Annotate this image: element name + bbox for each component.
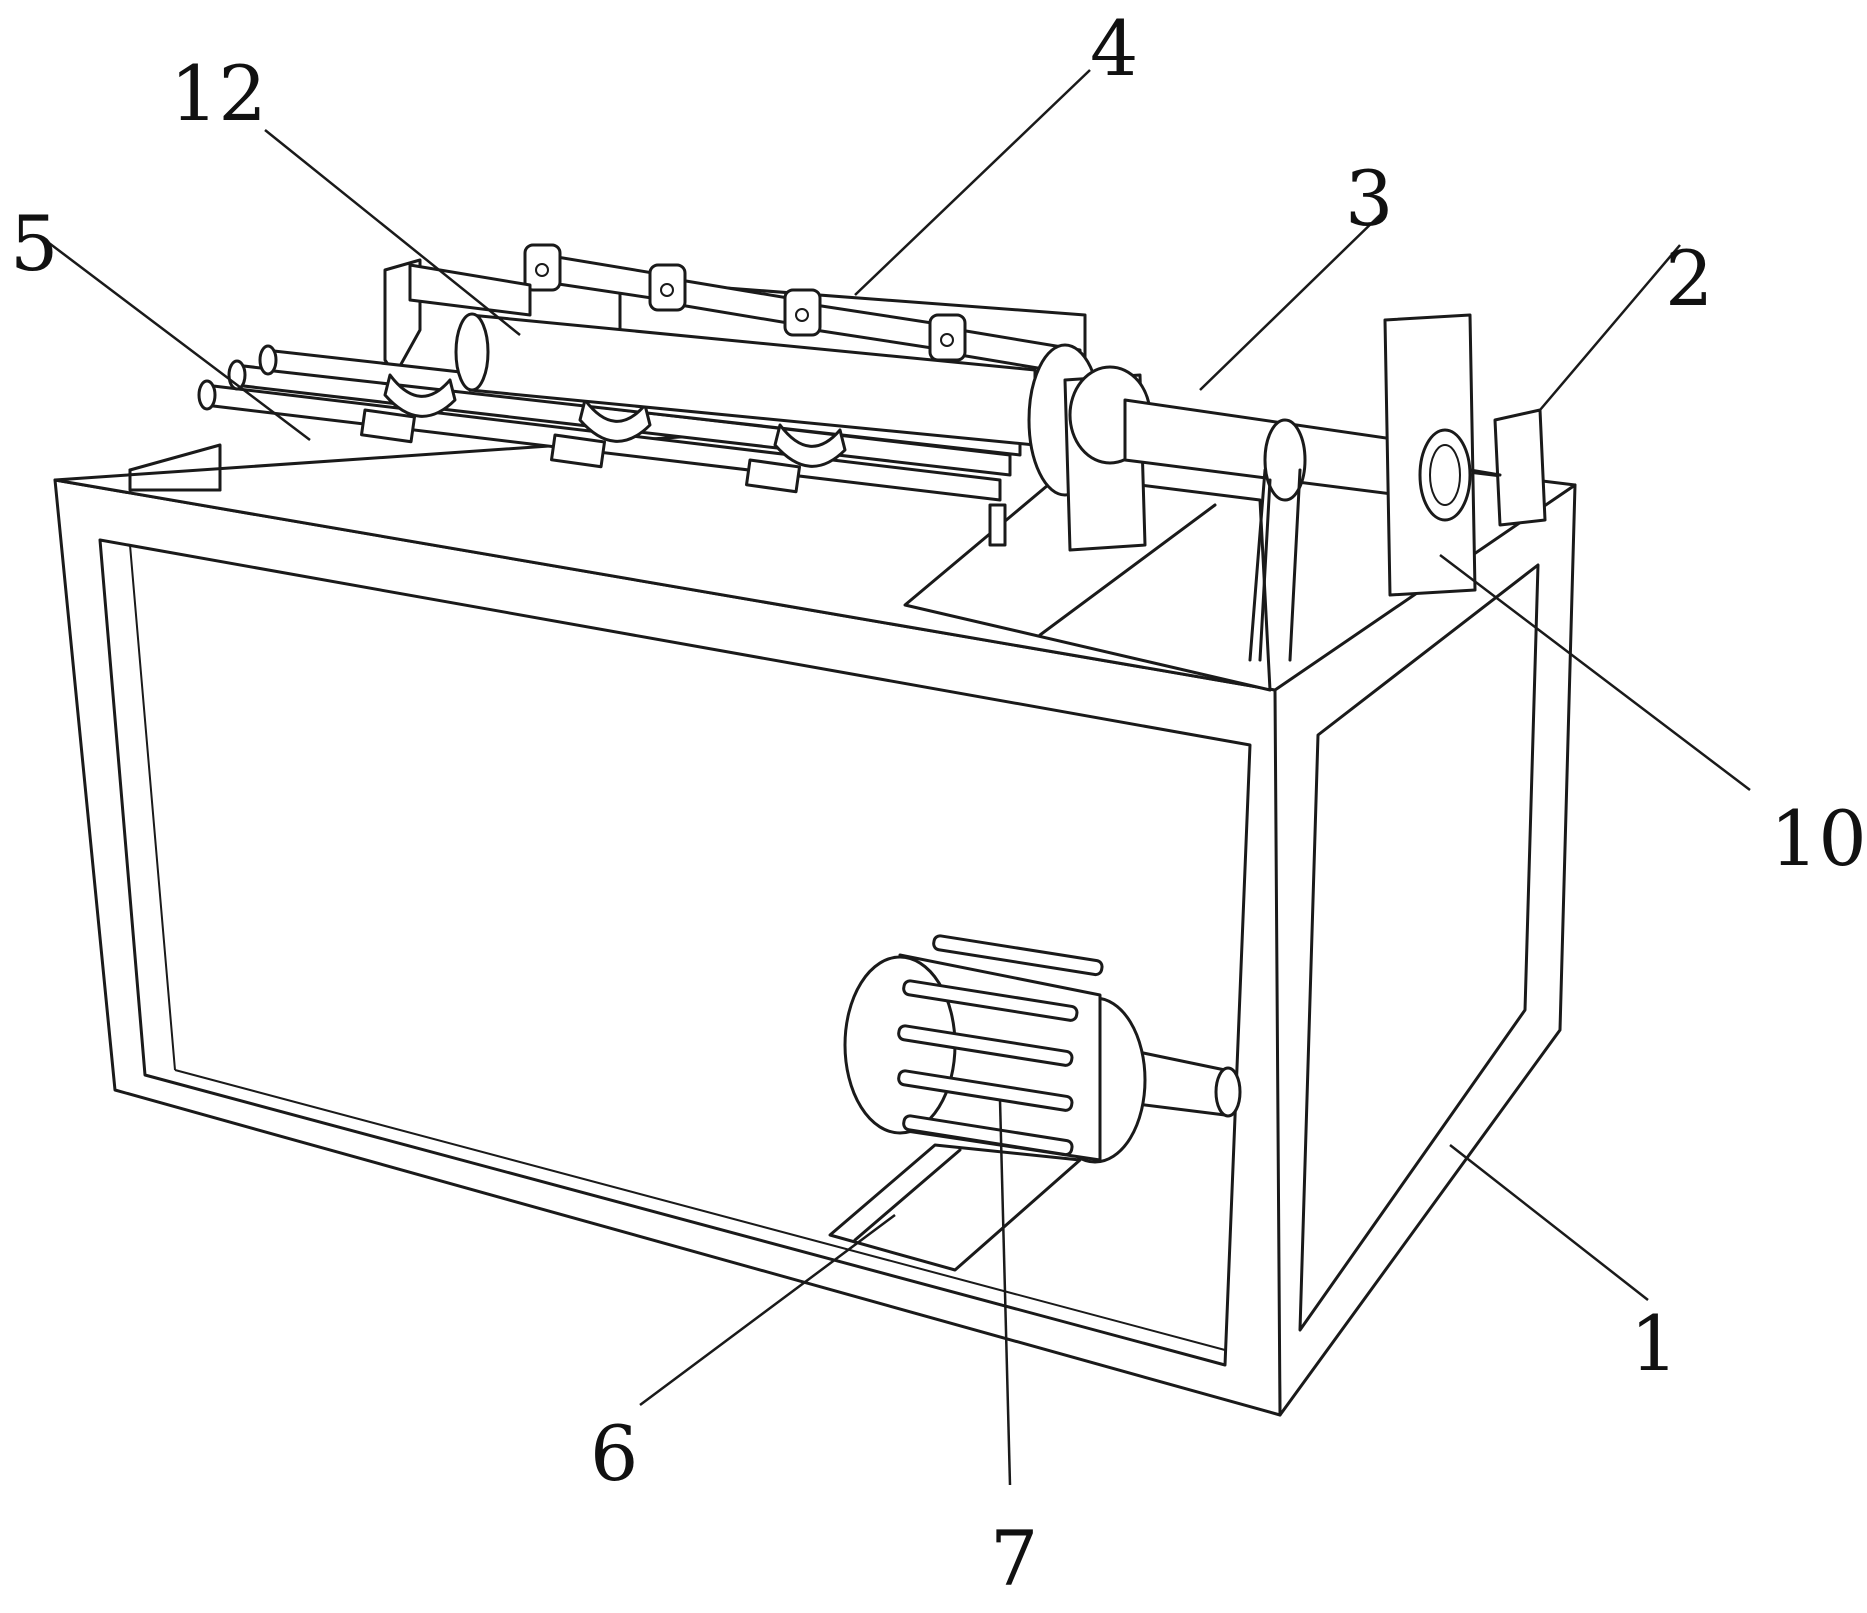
frame [53,413,1577,1417]
frame-front-bevel [129,544,1226,1351]
label-2: 2 [1665,234,1713,323]
leader-lines [44,69,1751,1486]
motor-cooling-fins [897,934,1104,1157]
label-6: 6 [590,1409,638,1498]
frame-top-left-block [128,443,222,492]
rail-end-stop [988,503,1007,547]
leader-5 [44,239,311,441]
leader-1 [1449,1144,1649,1301]
leader-3 [1199,214,1381,391]
main-roller-end [454,312,490,392]
label-10: 10 [1770,794,1867,883]
leader-12 [264,129,521,336]
shaft-pulley [1263,418,1307,502]
drive-belt-inner [1258,478,1272,662]
label-12: 12 [170,49,267,138]
leader-6 [639,1213,896,1407]
link-hinge-3 [783,288,822,337]
label-4: 4 [1090,4,1138,93]
label-7: 7 [990,1514,1038,1603]
link-hinge-4 [928,313,967,362]
label-3: 3 [1345,154,1393,243]
label-1: 1 [1630,1299,1678,1388]
link-hinge-1 [523,243,562,292]
frame-top-left-block-face [128,468,222,492]
leader-4 [854,69,1091,296]
frame-right-side-opening [1298,563,1540,1332]
motor-assembly [828,934,1242,1272]
leader-2 [1539,244,1681,411]
end-plate-connector [1468,468,1502,477]
u-clamps [360,373,847,494]
link-arm-assembly [523,243,1082,377]
motor-support-plate-edge [853,1148,962,1242]
swing-rod [408,263,532,317]
link-hinge-2 [648,263,687,312]
motor-shaft-end [1214,1066,1242,1118]
drive-belt [1248,468,1302,662]
leader-10 [1439,554,1751,791]
part-labels: 1 2 3 4 5 6 7 10 12 [10,4,1867,1603]
right-bearing-hole [1418,428,1472,522]
end-plate [1493,408,1547,527]
frame-top-plate-divider [1038,503,1217,637]
leader-7 [998,1099,1012,1486]
top-mechanism [197,243,1547,662]
label-5: 5 [10,199,58,288]
